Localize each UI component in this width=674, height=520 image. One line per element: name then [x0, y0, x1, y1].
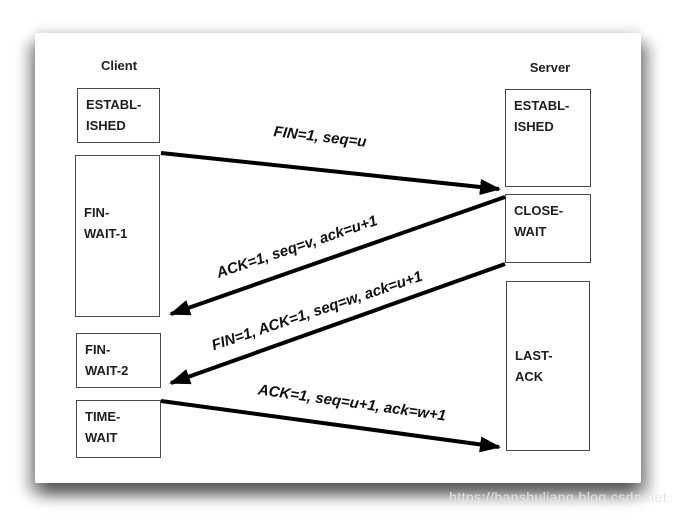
- server-state-established: ESTABL- ISHED: [505, 89, 591, 187]
- client-state-established: ESTABL- ISHED: [77, 88, 160, 143]
- server-state-last-ack: LAST- ACK: [506, 281, 590, 451]
- client-column-header: Client: [100, 58, 138, 73]
- server-column-header: Server: [529, 60, 571, 75]
- client-state-time-wait: TIME- WAIT: [76, 400, 161, 458]
- client-state-fin-wait-2: FIN- WAIT-2: [76, 333, 161, 388]
- server-state-close-wait: CLOSE- WAIT: [505, 194, 591, 263]
- watermark-url: https://hanshuliang.blog.csdn.net: [449, 489, 667, 505]
- client-state-fin-wait-1: FIN- WAIT-1: [75, 155, 160, 317]
